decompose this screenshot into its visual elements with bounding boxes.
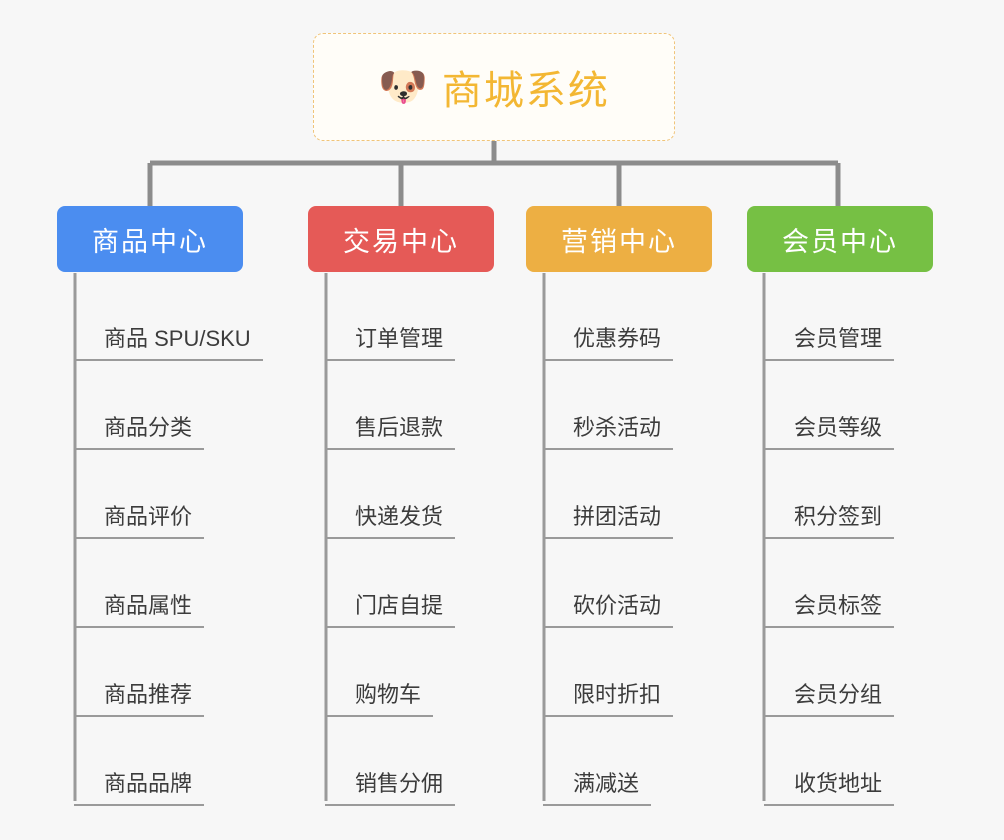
list-item-label: 商品分类 — [74, 410, 205, 450]
list-item-label: 商品品牌 — [74, 766, 205, 806]
list-item-label: 满减送 — [543, 766, 652, 806]
list-item[interactable]: 秒杀活动 — [543, 361, 674, 450]
category-header-marketing[interactable]: 营销中心 — [526, 206, 712, 272]
list-item[interactable]: 销售分佣 — [325, 717, 456, 806]
list-item[interactable]: 订单管理 — [325, 272, 456, 361]
list-item-label: 会员等级 — [764, 410, 895, 450]
list-item-label: 会员标签 — [764, 588, 895, 628]
category-column-marketing: 营销中心 优惠券码 秒杀活动 拼团活动 砍价活动 限时折扣 满减送 — [526, 206, 712, 806]
list-item[interactable]: 拼团活动 — [543, 450, 674, 539]
category-header-label: 会员中心 — [782, 226, 898, 257]
list-item-label: 购物车 — [325, 677, 434, 717]
category-item-list: 优惠券码 秒杀活动 拼团活动 砍价活动 限时折扣 满减送 — [543, 272, 674, 806]
list-item-label: 秒杀活动 — [543, 410, 674, 450]
list-item[interactable]: 商品推荐 — [74, 628, 263, 717]
list-item-label: 收货地址 — [764, 766, 895, 806]
list-item[interactable]: 积分签到 — [764, 450, 895, 539]
list-item-label: 订单管理 — [325, 321, 456, 361]
list-item-label: 门店自提 — [325, 588, 456, 628]
list-item-label: 商品推荐 — [74, 677, 205, 717]
list-item-label: 商品评价 — [74, 499, 205, 539]
list-item[interactable]: 会员标签 — [764, 539, 895, 628]
category-header-label: 营销中心 — [561, 226, 677, 257]
dog-face-icon: 🐶 — [378, 65, 428, 109]
list-item[interactable]: 购物车 — [325, 628, 455, 717]
list-item[interactable]: 商品评价 — [74, 450, 263, 539]
category-item-list: 订单管理 售后退款 快递发货 门店自提 购物车 销售分佣 — [325, 272, 456, 806]
list-item-label: 砍价活动 — [543, 588, 674, 628]
list-item[interactable]: 收货地址 — [764, 717, 895, 806]
list-item-label: 优惠券码 — [543, 321, 674, 361]
list-item[interactable]: 商品 SPU/SKU — [74, 272, 263, 361]
list-item[interactable]: 会员分组 — [764, 628, 895, 717]
category-header-label: 商品中心 — [92, 226, 208, 257]
category-column-member: 会员中心 会员管理 会员等级 积分签到 会员标签 会员分组 收货地址 — [747, 206, 933, 806]
list-item-label: 会员管理 — [764, 321, 895, 361]
list-item[interactable]: 商品品牌 — [74, 717, 263, 806]
category-header-member[interactable]: 会员中心 — [747, 206, 933, 272]
list-item[interactable]: 砍价活动 — [543, 539, 674, 628]
list-item-label: 售后退款 — [325, 410, 456, 450]
root-node-label: 商城系统 — [441, 69, 610, 113]
list-item[interactable]: 商品分类 — [74, 361, 263, 450]
list-item-label: 商品 SPU/SKU — [74, 321, 263, 361]
category-column-trade: 交易中心 订单管理 售后退款 快递发货 门店自提 购物车 销售分佣 — [308, 206, 494, 806]
list-item[interactable]: 商品属性 — [74, 539, 263, 628]
root-node[interactable]: 🐶 商城系统 — [313, 33, 675, 141]
list-item-label: 会员分组 — [764, 677, 895, 717]
list-item-label: 商品属性 — [74, 588, 205, 628]
list-item[interactable]: 售后退款 — [325, 361, 456, 450]
category-item-list: 会员管理 会员等级 积分签到 会员标签 会员分组 收货地址 — [764, 272, 895, 806]
category-header-product[interactable]: 商品中心 — [57, 206, 243, 272]
list-item[interactable]: 优惠券码 — [543, 272, 674, 361]
list-item-label: 积分签到 — [764, 499, 895, 539]
category-header-label: 交易中心 — [343, 226, 459, 257]
list-item[interactable]: 会员管理 — [764, 272, 895, 361]
category-column-product: 商品中心 商品 SPU/SKU 商品分类 商品评价 商品属性 商品推荐 商品品牌 — [57, 206, 263, 806]
list-item[interactable]: 限时折扣 — [543, 628, 674, 717]
list-item-label: 拼团活动 — [543, 499, 674, 539]
list-item[interactable]: 门店自提 — [325, 539, 456, 628]
list-item[interactable]: 满减送 — [543, 717, 673, 806]
list-item-label: 限时折扣 — [543, 677, 674, 717]
list-item[interactable]: 快递发货 — [325, 450, 456, 539]
category-header-trade[interactable]: 交易中心 — [308, 206, 494, 272]
category-item-list: 商品 SPU/SKU 商品分类 商品评价 商品属性 商品推荐 商品品牌 — [74, 272, 263, 806]
list-item[interactable]: 会员等级 — [764, 361, 895, 450]
list-item-label: 快递发货 — [325, 499, 456, 539]
list-item-label: 销售分佣 — [325, 766, 456, 806]
